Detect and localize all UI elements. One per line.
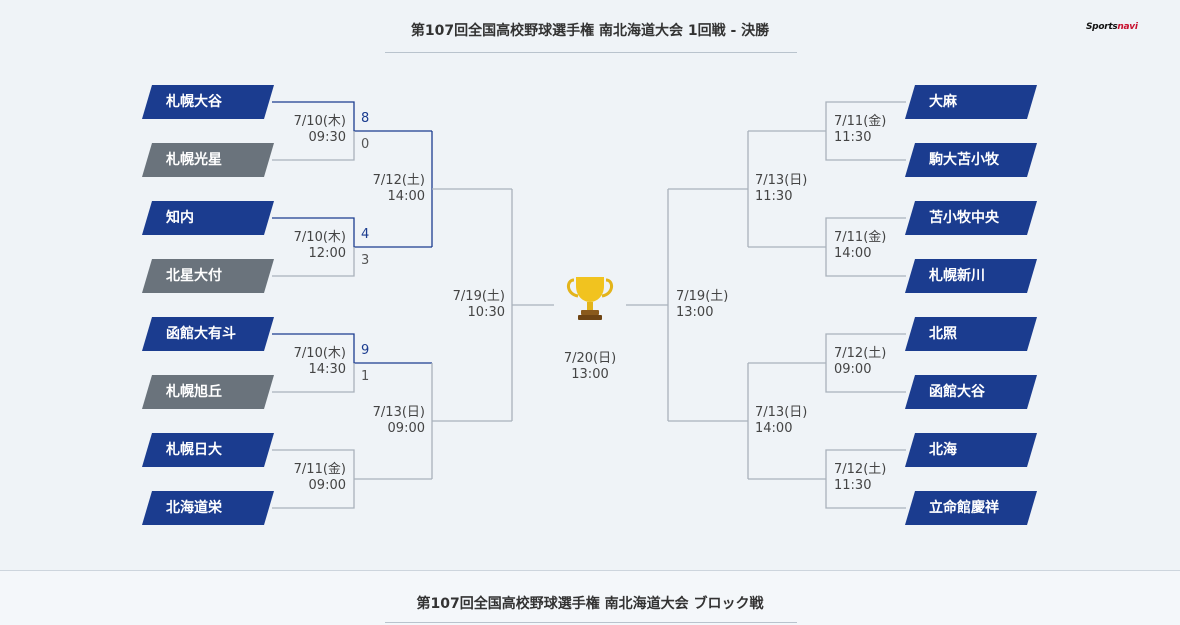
score-loser: 1	[361, 369, 370, 384]
team-right-8[interactable]: 立命館慶祥	[905, 491, 1037, 525]
team-right-7[interactable]: 北海	[905, 433, 1037, 467]
match-date-left-r2-1[interactable]: 7/12(土)14:00	[372, 173, 425, 204]
lower-section	[0, 571, 1180, 625]
team-left-2[interactable]: 札幌光星	[142, 143, 274, 177]
score-loser: 3	[361, 253, 370, 268]
team-right-2[interactable]: 駒大苫小牧	[905, 143, 1037, 177]
team-left-5[interactable]: 函館大有斗	[142, 317, 274, 351]
team-right-3[interactable]: 苫小牧中央	[905, 201, 1037, 235]
match-date-left-r1-2[interactable]: 7/10(木)12:00	[293, 230, 346, 261]
team-left-4[interactable]: 北星大付	[142, 259, 274, 293]
match-date-left-r1-3[interactable]: 7/10(木)14:30	[293, 346, 346, 377]
bracket-line	[272, 363, 355, 393]
bracket-line	[272, 131, 355, 161]
score-winner: 8	[361, 111, 370, 126]
section-title: 第107回全国高校野球選手権 南北海道大会 ブロック戦	[416, 596, 764, 612]
match-date-right-semi[interactable]: 7/19(土)13:00	[676, 289, 729, 320]
team-right-5[interactable]: 北照	[905, 317, 1037, 351]
title-underline	[385, 52, 797, 53]
team-left-6[interactable]: 札幌旭丘	[142, 375, 274, 409]
match-date-right-r2-1[interactable]: 7/13(日)11:30	[755, 173, 808, 204]
team-left-7[interactable]: 札幌日大	[142, 433, 274, 467]
match-date-left-r2-2[interactable]: 7/13(日)09:00	[372, 405, 425, 436]
team-right-6[interactable]: 函館大谷	[905, 375, 1037, 409]
match-date-right-r2-2[interactable]: 7/13(日)14:00	[755, 405, 808, 436]
bracket-line	[272, 247, 355, 277]
score-loser: 0	[361, 137, 370, 152]
bracket-line	[272, 217, 432, 248]
match-date-right-r1-1[interactable]: 7/11(金)11:30	[834, 114, 887, 145]
match-date-left-semi[interactable]: 7/19(土)10:30	[452, 289, 505, 320]
match-date-left-r1-1[interactable]: 7/10(木)09:30	[293, 114, 346, 145]
match-date-final[interactable]: 7/20(日)13:00	[563, 351, 617, 382]
match-date-right-r1-3[interactable]: 7/12(土)09:00	[834, 346, 887, 377]
score-winner: 9	[361, 343, 370, 358]
match-date-right-r1-4[interactable]: 7/12(土)11:30	[834, 462, 887, 493]
bracket-line	[272, 101, 432, 132]
match-date-right-r1-2[interactable]: 7/11(金)14:00	[834, 230, 887, 261]
page-title: 第107回全国高校野球選手権 南北海道大会 1回戦 - 決勝	[410, 23, 770, 39]
section-title-underline	[385, 622, 797, 623]
section-divider	[0, 570, 1180, 571]
team-left-8[interactable]: 北海道栄	[142, 491, 274, 525]
team-left-3[interactable]: 知内	[142, 201, 274, 235]
team-right-1[interactable]: 大麻	[905, 85, 1037, 119]
bracket-line	[272, 333, 432, 364]
team-left-1[interactable]: 札幌大谷	[142, 85, 274, 119]
bracket-lines	[272, 101, 906, 509]
score-winner: 4	[361, 227, 370, 242]
sportsnavi-logo[interactable]: Sportsnavi	[1086, 22, 1138, 32]
match-date-left-r1-4[interactable]: 7/11(金)09:00	[293, 462, 346, 493]
trophy-icon	[567, 277, 613, 320]
team-right-4[interactable]: 札幌新川	[905, 259, 1037, 293]
